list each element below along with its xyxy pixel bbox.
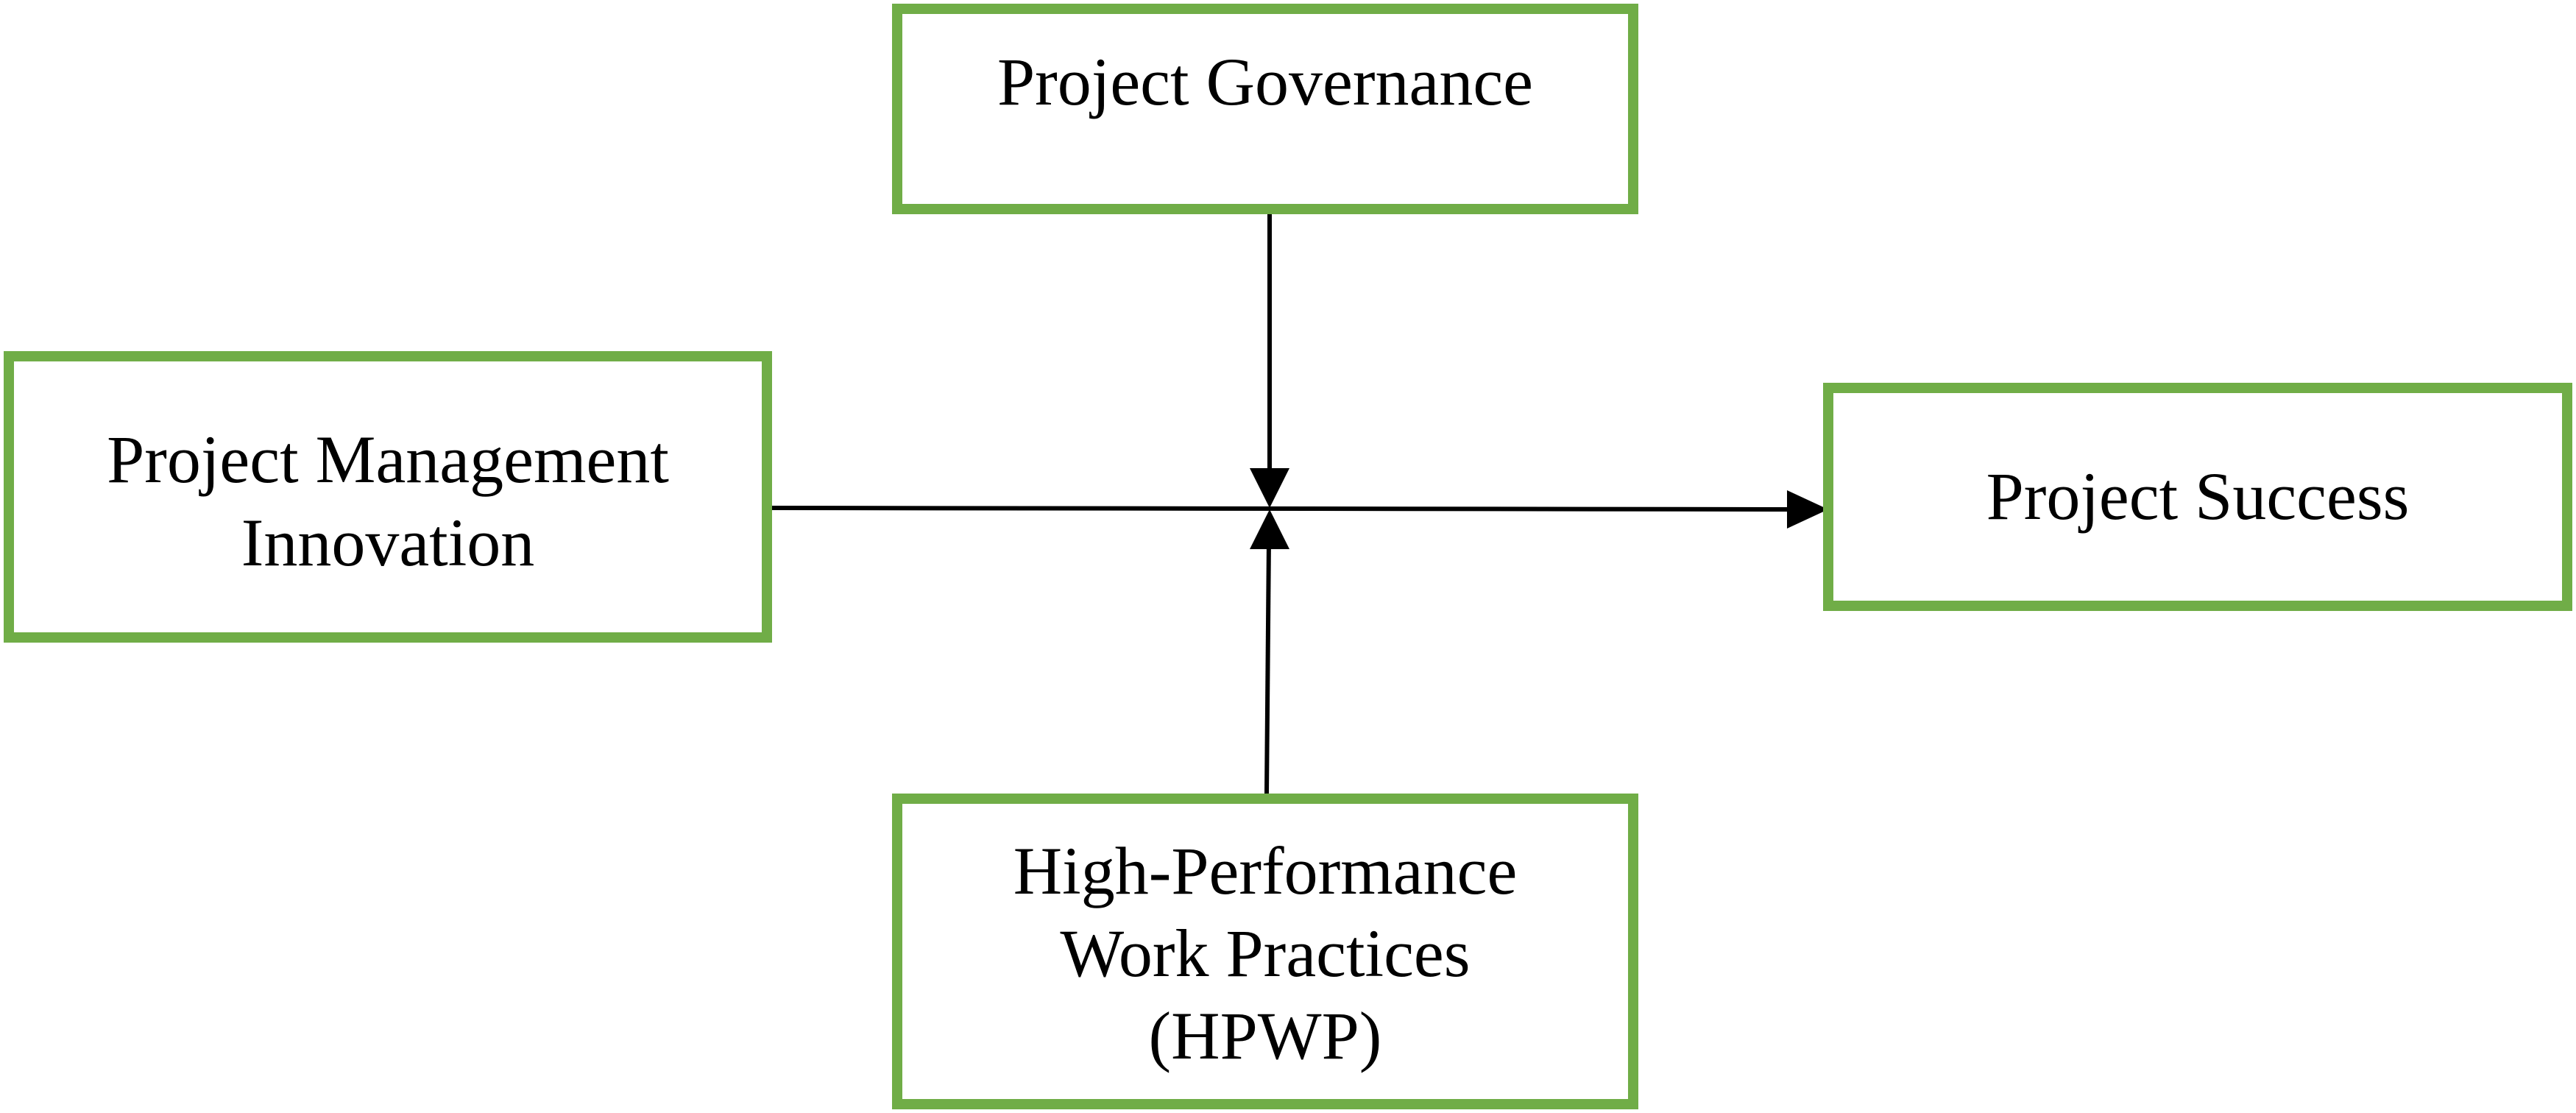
main-arrowhead <box>1787 490 1828 529</box>
node-label-line: Project Success <box>1986 459 2410 534</box>
node-label-line: Project Management <box>107 422 669 497</box>
node-box <box>892 4 1638 214</box>
node-label-line: Work Practices <box>1060 916 1470 991</box>
main-arrow-line <box>771 506 1797 512</box>
node-project-governance: Project Governance <box>892 4 1638 214</box>
node-project-management-innovation: Project Management Innovation <box>4 351 772 643</box>
hpwp-arrow-line <box>1264 540 1271 794</box>
node-label-line: Project Governance <box>997 44 1533 119</box>
arrows <box>771 210 1828 794</box>
node-box <box>4 351 772 643</box>
node-label-line: High-Performance <box>1013 833 1518 908</box>
node-hpwp: High-Performance Work Practices (HPWP) <box>892 794 1638 1109</box>
node-label-line: (HPWP) <box>1149 998 1382 1073</box>
node-box <box>892 794 1638 1109</box>
hpwp-arrowhead <box>1250 509 1289 549</box>
node-box <box>1823 383 2572 611</box>
node-label-line: Innovation <box>241 505 535 580</box>
node-project-success: Project Success <box>1823 383 2572 611</box>
governance-arrowhead <box>1250 468 1289 508</box>
